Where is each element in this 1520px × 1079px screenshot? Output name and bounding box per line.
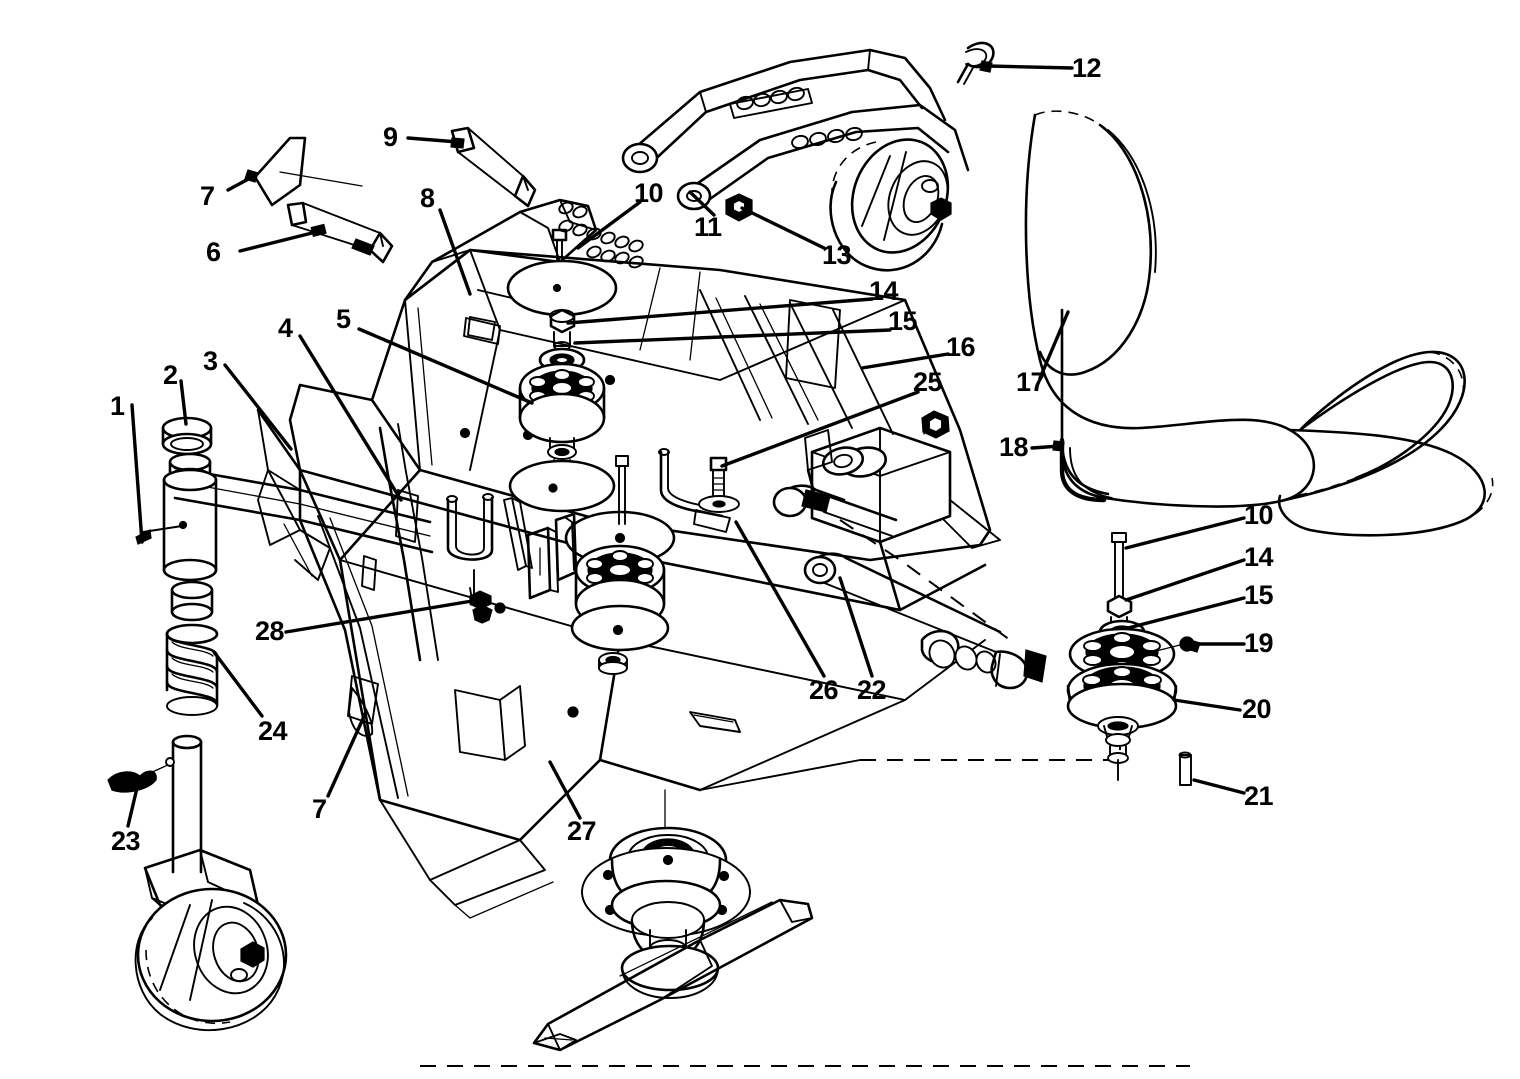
hardware-cluster (446, 448, 740, 624)
callout-2[interactable]: 2 (163, 360, 178, 390)
callout-12[interactable]: 12 (1072, 53, 1102, 83)
idler-pulley-assembly (1066, 532, 1195, 786)
callout-27[interactable]: 27 (567, 816, 597, 846)
callout-9[interactable]: 9 (383, 122, 398, 152)
deck-frame-rails (173, 408, 439, 802)
callout-23[interactable]: 23 (111, 826, 141, 856)
callout-19[interactable]: 19 (1244, 628, 1274, 658)
callout-14[interactable]: 14 (869, 276, 899, 306)
drive-belt (1024, 110, 1494, 537)
callout-28[interactable]: 28 (255, 616, 285, 646)
callout-10-right[interactable]: 10 (1244, 500, 1274, 530)
blade-spindle-assembly (420, 789, 1190, 1067)
callout-6[interactable]: 6 (206, 237, 221, 267)
caster-wheel-assembly (107, 734, 288, 1032)
callout-5[interactable]: 5 (336, 304, 351, 334)
hex-bolt-6 (286, 201, 394, 264)
lift-bracket-8 (403, 198, 644, 345)
callout-26[interactable]: 26 (809, 675, 839, 705)
callout-14-right[interactable]: 14 (1244, 542, 1274, 572)
callout-7-lower[interactable]: 7 (312, 794, 327, 824)
spindle-pulley-upper (506, 228, 618, 513)
callout-15[interactable]: 15 (888, 306, 918, 336)
callout-22[interactable]: 22 (857, 675, 887, 705)
deck-lift-arm-linkage (621, 41, 995, 272)
coil-spring (165, 623, 219, 716)
callout-4[interactable]: 4 (278, 313, 293, 343)
pivot-pin-9 (450, 126, 537, 208)
gearbox-tie-rod-assembly (699, 410, 1121, 791)
callout-1[interactable]: 1 (110, 391, 125, 421)
callout-16[interactable]: 16 (946, 332, 976, 362)
spindle-pulley-lower (564, 510, 676, 675)
mower-deck-shell (288, 248, 992, 919)
callout-leader-lines (126, 60, 1246, 828)
callout-13[interactable]: 13 (822, 240, 852, 270)
callout-15-right[interactable]: 15 (1244, 580, 1274, 610)
callout-7[interactable]: 7 (200, 181, 215, 211)
callout-21[interactable]: 21 (1244, 781, 1274, 811)
callout-3[interactable]: 3 (203, 346, 218, 376)
callout-18[interactable]: 18 (999, 432, 1029, 462)
callout-24[interactable]: 24 (258, 716, 288, 746)
anti-scalp-roller (829, 138, 952, 272)
callout-20[interactable]: 20 (1242, 694, 1272, 724)
callout-25[interactable]: 25 (913, 367, 943, 397)
callout-11[interactable]: 11 (694, 212, 722, 242)
callout-10[interactable]: 10 (634, 178, 664, 208)
callout-8[interactable]: 8 (420, 183, 435, 213)
caster-spindle-stack (135, 416, 219, 716)
callout-17[interactable]: 17 (1016, 367, 1046, 397)
